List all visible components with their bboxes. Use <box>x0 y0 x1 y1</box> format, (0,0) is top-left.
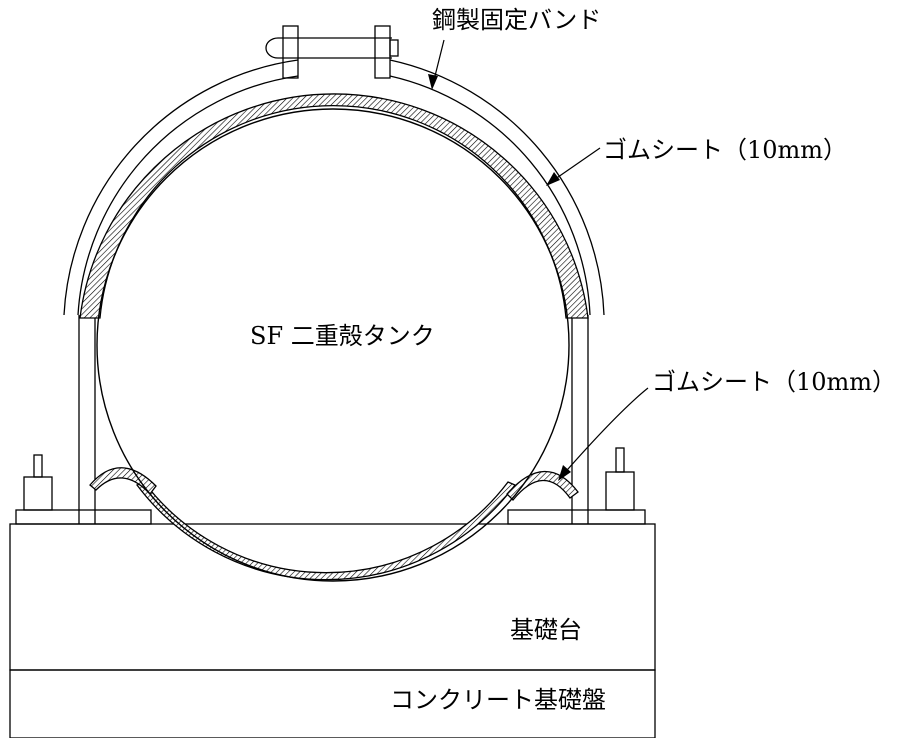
anchor-bolt-right <box>605 447 635 511</box>
rubber-flap-left <box>89 467 157 496</box>
rubber-sheet-upper <box>79 93 589 319</box>
label-rubber-sheet-top: ゴムシート（10mm） <box>603 136 847 164</box>
leader-rubber-bottom <box>559 387 649 479</box>
base-plate-right <box>507 509 646 525</box>
label-sf-tank: SF 二重殻タンク <box>250 322 435 350</box>
foundation-block <box>9 523 656 671</box>
rubber-flap-right <box>506 470 579 501</box>
arrowhead-rubber-top <box>546 172 560 186</box>
label-steel-fixing-band: 鋼製固定バンド <box>432 6 601 34</box>
anchor-bolt-left <box>23 454 53 511</box>
rubber-sheet-lower <box>135 481 517 581</box>
arrowhead-steel-band <box>428 74 438 90</box>
arrowhead-rubber-bottom <box>558 465 571 481</box>
sf-double-shell-tank <box>96 108 570 582</box>
base-plate-left <box>15 509 152 525</box>
steel-fixing-band <box>63 25 605 524</box>
label-concrete-base: コンクリート基礎盤 <box>390 686 606 714</box>
label-rubber-sheet-bottom: ゴムシート（10mm） <box>652 368 896 396</box>
label-foundation: 基礎台 <box>510 616 582 644</box>
